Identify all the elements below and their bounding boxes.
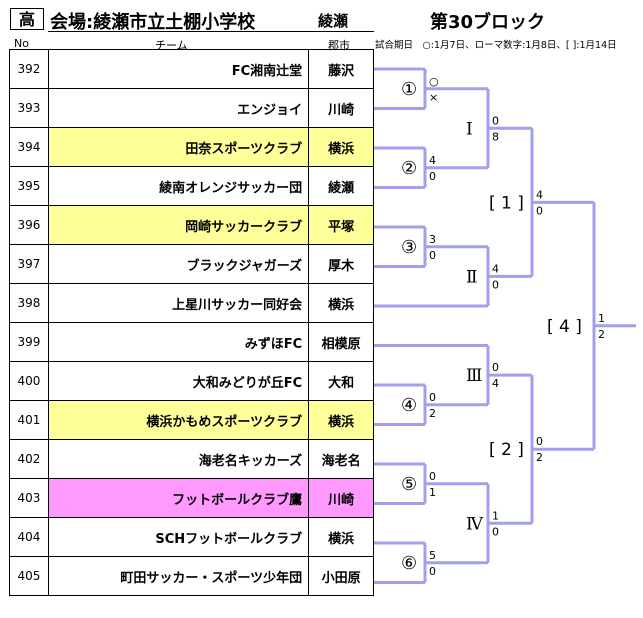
score-top: 4 [492, 262, 499, 275]
team-name: エンジョイ [47, 88, 310, 128]
score-top: 4 [429, 154, 436, 167]
team-number: 402 [9, 439, 49, 479]
score-top: 1 [492, 509, 499, 522]
score-bottom: 0 [492, 278, 499, 291]
team-name: 岡崎サッカークラブ [47, 205, 310, 245]
score-bottom: 0 [492, 525, 499, 538]
score-bottom: 2 [429, 407, 436, 420]
score-bottom: × [429, 91, 438, 104]
team-name: 海老名キッカーズ [47, 439, 310, 479]
team-city: 厚木 [308, 244, 374, 284]
score-top: 0 [429, 391, 436, 404]
team-city: 横浜 [308, 517, 374, 557]
team-city: 藤沢 [308, 49, 374, 89]
team-city: 平塚 [308, 205, 374, 245]
team-city: 小田原 [308, 556, 374, 596]
team-number: 397 [9, 244, 49, 284]
final-match-label: [ 4 ] [547, 317, 582, 337]
team-number: 404 [9, 517, 49, 557]
round2-match-label: Ⅲ [466, 366, 482, 386]
venue-title: 会場:綾瀬市立土棚小学校 [50, 12, 256, 33]
block-title: 第30ブロック [430, 12, 546, 33]
score-top: 0 [492, 114, 499, 127]
round2-match-label: Ⅰ [466, 119, 473, 139]
column-header-team: チーム [155, 39, 188, 52]
score-top: 4 [536, 188, 543, 201]
team-city: 川崎 [308, 88, 374, 128]
team-city: 大和 [308, 361, 374, 401]
team-number: 400 [9, 361, 49, 401]
team-city: 川崎 [308, 478, 374, 518]
round3-match-label: [ 1 ] [489, 193, 524, 213]
score-bottom: 2 [598, 328, 605, 341]
score-bottom: 2 [536, 451, 543, 464]
team-number: 392 [9, 49, 49, 89]
score-bottom: 0 [429, 565, 436, 578]
team-name: 町田サッカー・スポーツ少年団 [47, 556, 310, 596]
team-name: FC湘南辻堂 [47, 49, 310, 89]
team-number: 403 [9, 478, 49, 518]
score-top: 5 [429, 549, 436, 562]
team-name: フットボールクラブ鷹 [47, 478, 310, 518]
score-bottom: 0 [536, 204, 543, 217]
round1-match-label: ④ [401, 395, 417, 416]
round1-match-label: ⑤ [401, 474, 417, 495]
score-top: 3 [429, 233, 436, 246]
team-city: 綾瀬 [308, 166, 374, 206]
score-top: 0 [429, 470, 436, 483]
score-bottom: 1 [429, 486, 436, 499]
round1-match-label: ② [401, 158, 417, 179]
team-city: 横浜 [308, 400, 374, 440]
score-top: ○ [429, 75, 439, 88]
score-bottom: 4 [492, 377, 499, 390]
team-name: 綾南オレンジサッカー団 [47, 166, 310, 206]
score-top: 0 [536, 435, 543, 448]
round2-match-label: Ⅱ [466, 267, 478, 287]
score-bottom: 0 [429, 170, 436, 183]
score-bottom: 8 [492, 130, 499, 143]
round2-match-label: Ⅳ [466, 514, 484, 534]
schedule-note: 試合期日 ○:1月7日、ローマ数字:1月8日、[ ]:1月14日 [375, 40, 617, 51]
team-city: 横浜 [308, 283, 374, 323]
team-number: 401 [9, 400, 49, 440]
column-header-city: 郡市 [328, 39, 350, 52]
score-top: 1 [598, 312, 605, 325]
round1-match-label: ① [401, 79, 417, 100]
score-top: 0 [492, 361, 499, 374]
column-header-no: No [14, 37, 29, 50]
level-badge: 高 [10, 8, 44, 30]
header-underline [48, 31, 374, 32]
team-name: 田奈スポーツクラブ [47, 127, 310, 167]
round1-match-label: ⑥ [401, 553, 417, 574]
team-number: 396 [9, 205, 49, 245]
host-city: 綾瀬 [318, 12, 349, 30]
round1-match-label: ③ [401, 237, 417, 258]
score-bottom: 0 [429, 249, 436, 262]
team-city: 横浜 [308, 127, 374, 167]
round3-match-label: [ 2 ] [489, 440, 524, 460]
